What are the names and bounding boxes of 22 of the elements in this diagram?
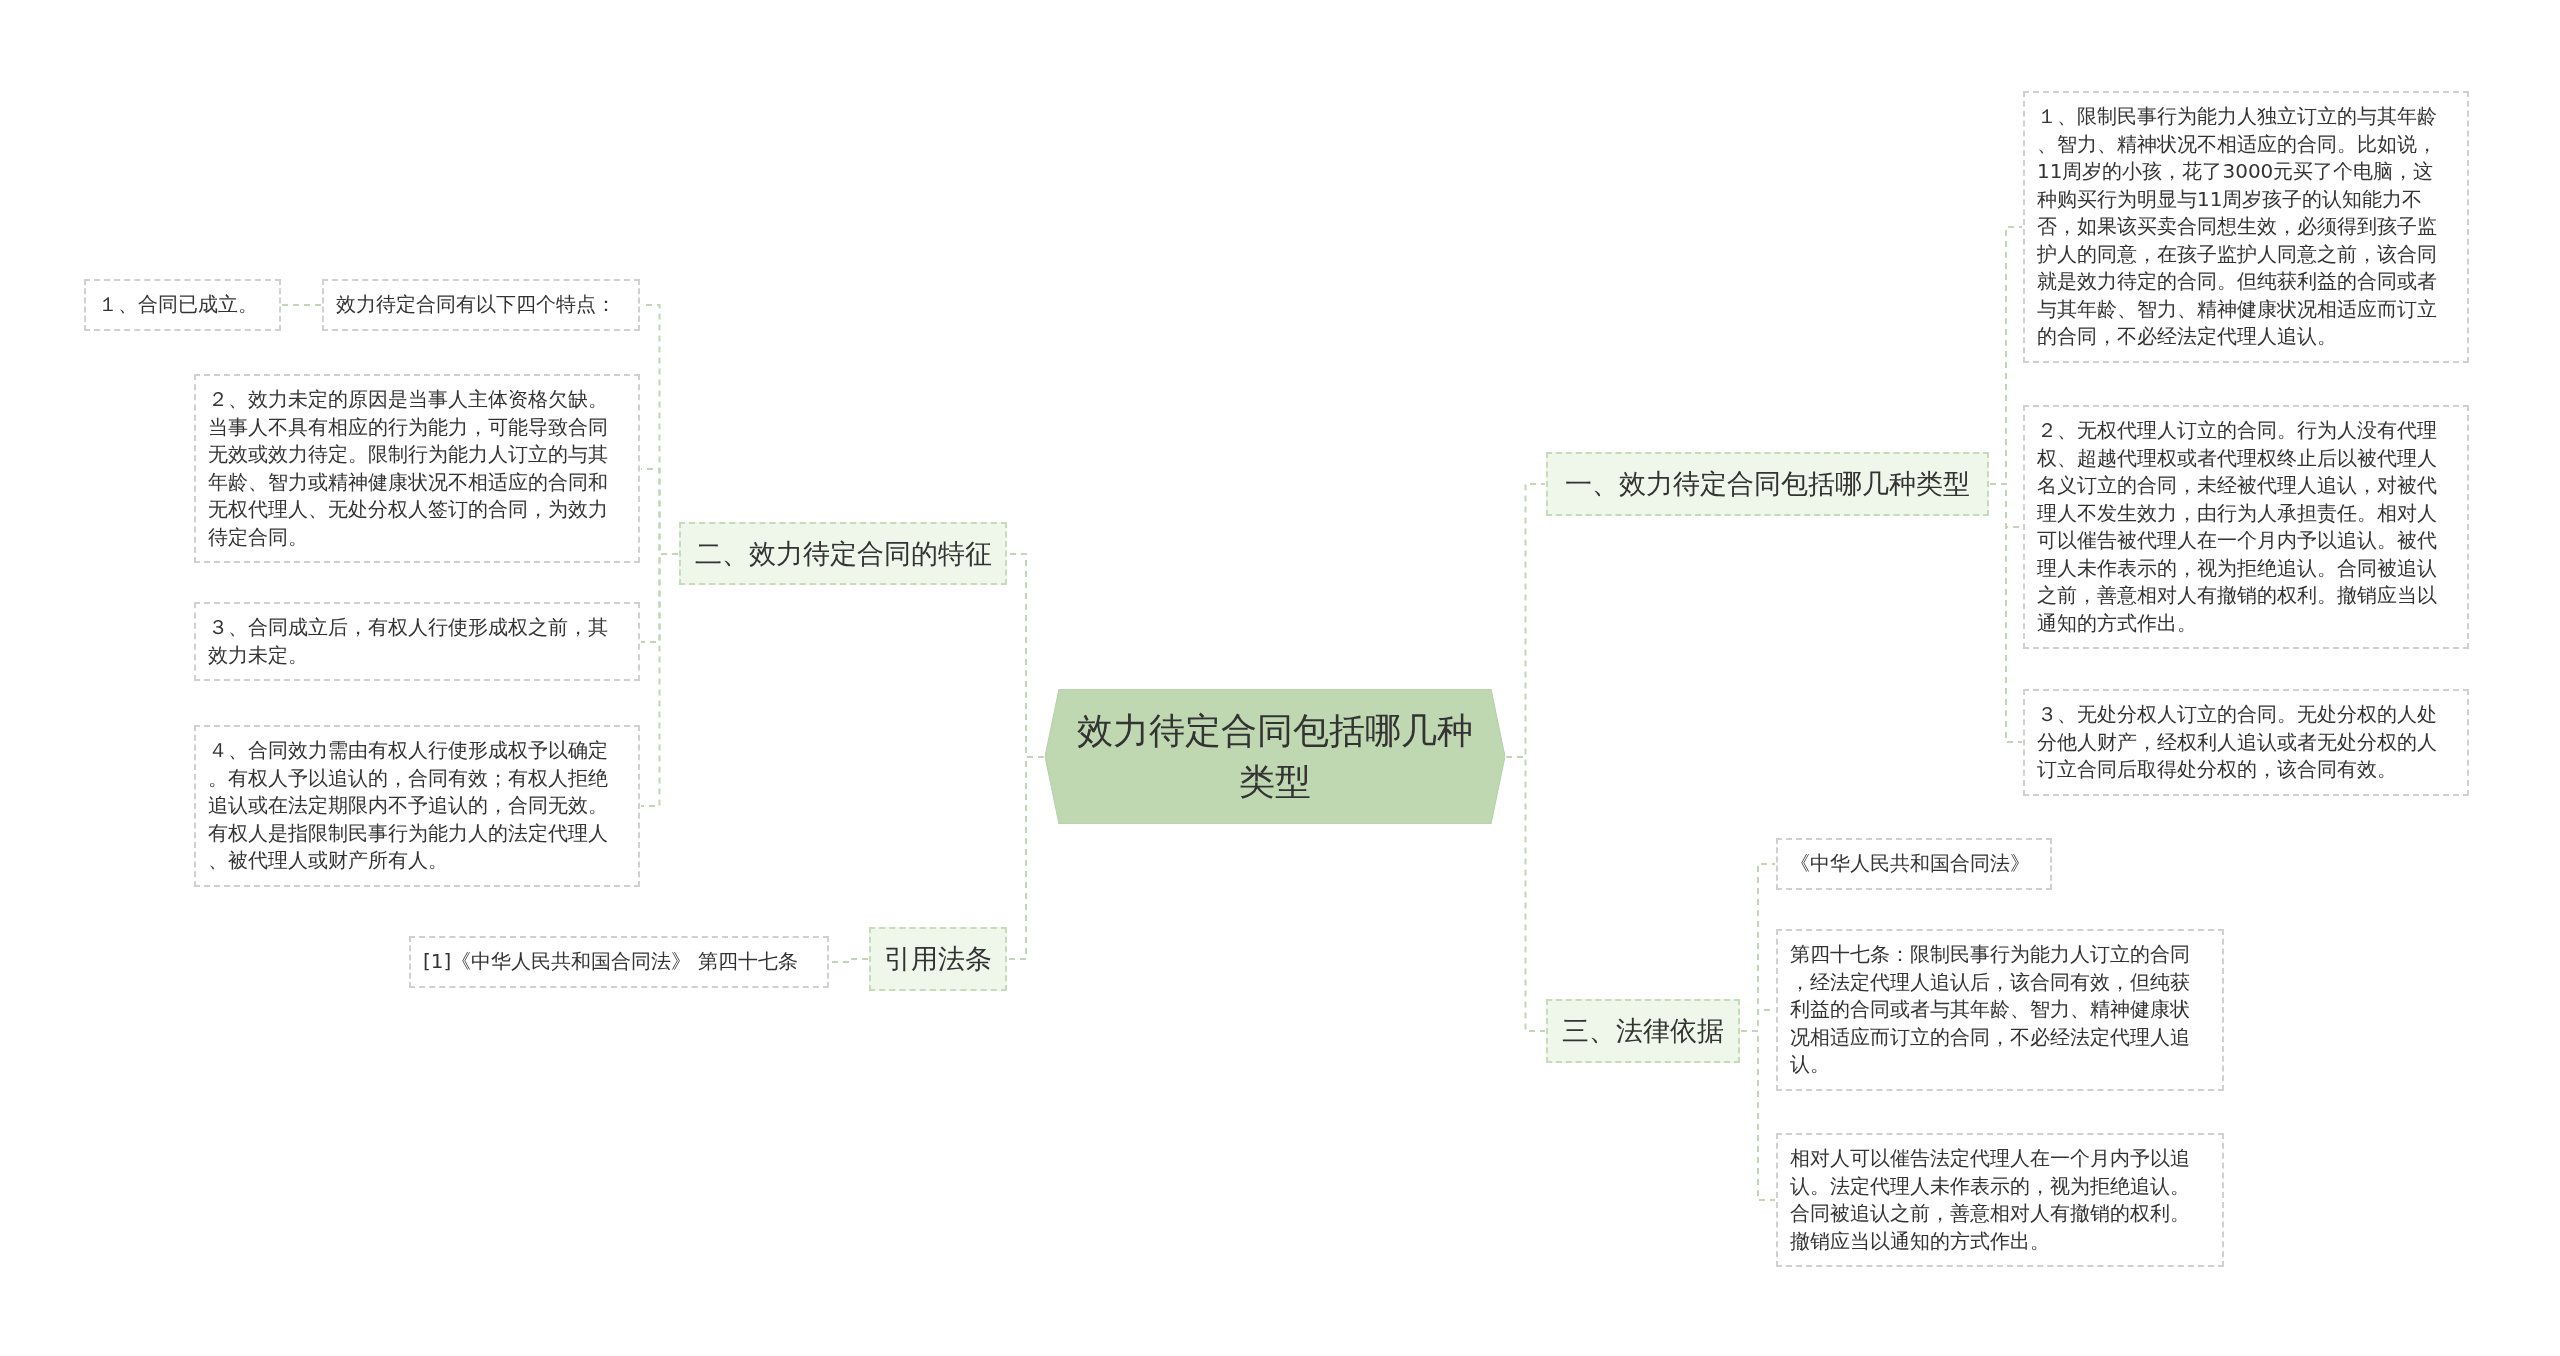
note-box: ２、无权代理人订立的合同。行为人没有代理权、超越代理权或者代理权终止后以被代理人名义订立的合同，未经被代理人追认，对被代理人不发生效力，由行为人承担责任。相对人可以催告被代理人在一个月内予以追认。被代理人未作表示的，视为拒绝追认。合同被追认之前，善意相对人有撤销的权利。撤销应当以通知的方式作出。 bbox=[2023, 405, 2469, 649]
connector-line bbox=[1007, 756, 1045, 960]
branch-box: 三、法律依据 bbox=[1546, 999, 1740, 1063]
connector-line bbox=[829, 958, 869, 963]
branch-box: 二、效力待定合同的特征 bbox=[679, 522, 1007, 585]
note-box: ３、合同成立后，有权人行使形成权之前，其效力未定。 bbox=[194, 602, 640, 681]
branch-box: 一、效力待定合同包括哪几种类型 bbox=[1546, 452, 1989, 516]
note-box: 第四十七条：限制民事行为能力人订立的合同，经法定代理人追认后，该合同有效，但纯获利益的合同或者与其年龄、智力、精神健康状况相适应而订立的合同，不必经法定代理人追认。 bbox=[1776, 929, 2224, 1091]
branch-box: 引用法条 bbox=[869, 927, 1007, 991]
note-box: 相对人可以催告法定代理人在一个月内予以追认。法定代理人未作表示的，视为拒绝追认。合同被追认之前，善意相对人有撤销的权利。撤销应当以通知的方式作出。 bbox=[1776, 1133, 2224, 1267]
note-box: １、限制民事行为能力人独立订立的与其年龄、智力、精神状况不相适应的合同。比如说，11周岁的小孩，花了3000元买了个电脑，这种购买行为明显与11周岁孩子的认知能力不否，如果该买卖合同想生效，必须得到孩子监护人的同意，在孩子监护人同意之前，该合同就是效力待定的合同。但纯获利益的合同或者与其年龄、智力、精神健康状况相适应而订立的合同，不必经法定代理人追认。 bbox=[2023, 91, 2469, 363]
note-box: １、合同已成立。 bbox=[84, 279, 281, 331]
connector-line bbox=[281, 304, 322, 306]
note-box: 效力待定合同有以下四个特点： bbox=[322, 279, 640, 331]
connector-line bbox=[1505, 483, 1546, 758]
note-box: 《中华人民共和国合同法》 bbox=[1776, 838, 2052, 890]
note-box: [1]《中华人民共和国合同法》 第四十七条 bbox=[409, 936, 829, 988]
topic-hexagon: 效力待定合同包括哪几种类型 bbox=[1045, 689, 1505, 824]
connector-line bbox=[640, 468, 679, 555]
note-box: ２、效力未定的原因是当事人主体资格欠缺。当事人不具有相应的行为能力，可能导致合同无效或效力待定。限制行为能力人订立的与其年龄、智力或精神健康状况不相适应的合同和无权代理人、无处分权人签订的合同，为效力待定合同。 bbox=[194, 374, 640, 563]
note-box: ３、无处分权人订立的合同。无处分权的人处分他人财产，经权利人追认或者无处分权的人订立合同后取得处分权的，该合同有效。 bbox=[2023, 689, 2469, 796]
note-box: ４、合同效力需由有权人行使形成权予以确定。有权人予以追认的，合同有效；有权人拒绝追认或在法定期限内不予追认的，合同无效。有权人是指限制民事行为能力人的法定代理人、被代理人或财产所有人。 bbox=[194, 725, 640, 887]
